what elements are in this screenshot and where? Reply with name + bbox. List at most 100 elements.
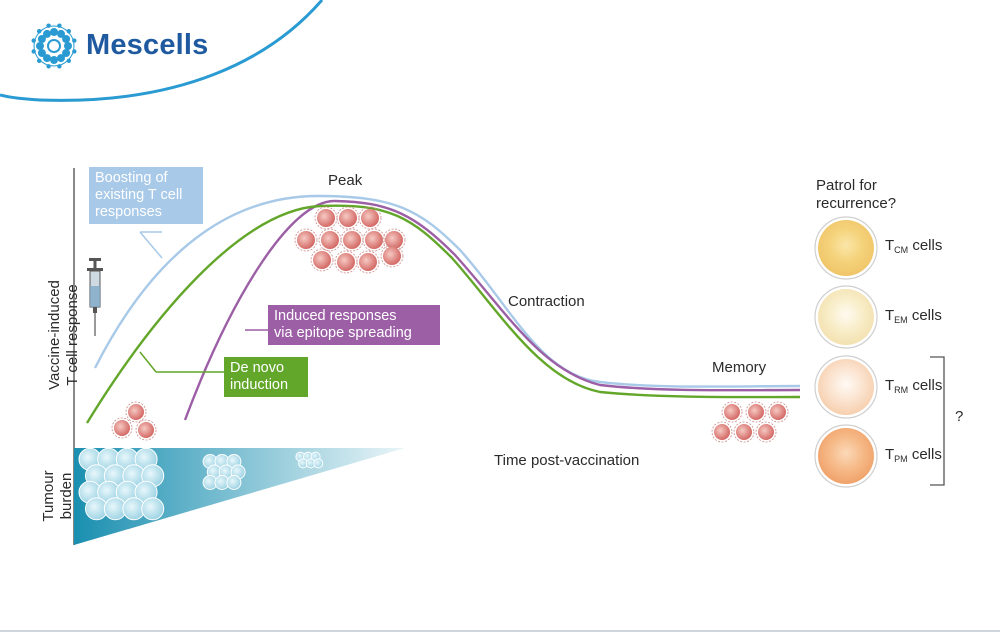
tumour-burden-label: Tumour burden: [40, 456, 78, 536]
denovo-line-1: De novo: [230, 360, 285, 376]
logo-dot: [72, 38, 77, 43]
logo-dot: [31, 38, 36, 43]
logo-dot: [62, 35, 71, 43]
logo-dot: [57, 29, 65, 38]
trm-suffix: cells: [908, 377, 943, 394]
tpm-suffix: cells: [907, 446, 942, 463]
t-cell: [380, 244, 404, 268]
spreading-line-1: Induced responses: [274, 308, 397, 324]
header-swoosh-stroke: [0, 0, 324, 102]
t-cell: [362, 228, 386, 252]
t-cell: [294, 228, 318, 252]
t-cell: [745, 401, 767, 423]
spreading-callout: Induced responses via epitope spreading: [268, 305, 440, 345]
boosting-line-2: existing T cell: [95, 187, 183, 203]
memory-subset-cell: [814, 424, 878, 488]
t-cell: [135, 419, 157, 441]
boosting-callout: Boosting of existing T cell responses: [89, 167, 203, 224]
y-axis-label-line-2: T cell response: [64, 284, 81, 386]
logo-dot: [37, 58, 42, 63]
patrol-line-1: Patrol for: [816, 177, 877, 194]
logo-dot: [43, 29, 51, 38]
tcm-label: TCM cells: [885, 237, 942, 259]
tem-sub: EM: [894, 315, 908, 325]
patrol-label: Patrol for recurrence?: [816, 177, 896, 213]
tumour-cluster-large: [78, 447, 165, 521]
tpm-main: T: [885, 446, 895, 463]
spreading-line-2: via epitope spreading: [274, 325, 412, 341]
logo-dot: [50, 56, 58, 64]
brand-name: Mescells: [86, 29, 209, 61]
tcm-sub: CM: [894, 245, 909, 255]
boosting-line-1: Boosting of: [95, 170, 168, 186]
tumour-label-line-2: burden: [58, 472, 75, 520]
logo-dot: [37, 35, 46, 43]
t-cell: [356, 250, 380, 274]
mescells-logo-icon: [31, 23, 77, 69]
header-swoosh: [0, 0, 322, 101]
logo-dot: [66, 58, 71, 63]
memory-subset-cells: [814, 216, 878, 488]
tcm-suffix: cells: [908, 237, 943, 254]
logo-dot: [37, 49, 46, 57]
logo-dot: [50, 28, 58, 36]
denovo-line-2: induction: [230, 377, 289, 393]
logo-dot: [31, 49, 36, 54]
logo-dot: [36, 42, 44, 50]
t-cell: [125, 401, 147, 423]
denovo-leader-line: [139, 351, 157, 373]
phase-memory-label: Memory: [712, 359, 767, 376]
patrol-line-2: recurrence?: [816, 195, 897, 212]
t-cell: [711, 421, 733, 443]
tumour-cell: [141, 497, 165, 521]
denovo-callout: De novo induction: [224, 357, 308, 397]
tumour-cluster-small: [295, 451, 324, 469]
t-cell: [111, 417, 133, 439]
phase-contraction-label: Contraction: [508, 293, 585, 310]
logo-dot: [66, 29, 71, 34]
tem-suffix: cells: [907, 307, 942, 324]
logo-dot: [46, 23, 51, 28]
logo-dot: [43, 54, 51, 63]
tumour-cluster-medium: [202, 454, 246, 490]
t-cell: [358, 206, 382, 230]
syringe-icon: [87, 258, 103, 336]
de-novo-induction-curve: [85, 204, 801, 424]
footer-divider: [0, 630, 1000, 632]
t-cell: [336, 206, 360, 230]
x-axis-label: Time post-vaccination: [494, 452, 640, 469]
logo-dot: [62, 49, 71, 57]
trm-main: T: [885, 377, 895, 394]
tumour-cell: [226, 475, 242, 490]
trm-label: TRM cells: [885, 377, 942, 399]
tpm-sub: PM: [894, 454, 908, 464]
t-cell: [721, 401, 743, 423]
logo-dot: [46, 64, 51, 69]
logo-dot: [37, 29, 42, 34]
tem-label: TEM cells: [885, 307, 942, 329]
y-axis-label-line-1: Vaccine-induced: [46, 280, 63, 390]
t-cell-group-memory: [711, 401, 789, 443]
t-cell: [340, 228, 364, 252]
t-cell: [755, 421, 777, 443]
t-cell: [334, 250, 358, 274]
memory-subset-cell: [814, 216, 878, 280]
tumour-cell: [313, 458, 324, 469]
t-cell-group-peak: [294, 206, 406, 274]
subset-bracket: [930, 356, 945, 486]
boosting-line-3: responses: [95, 204, 162, 220]
y-axis-label: Vaccine-induced T cell response: [46, 260, 84, 410]
t-cell: [318, 228, 342, 252]
boosting-response-curve: [93, 194, 801, 388]
bracket-question-mark: ?: [955, 408, 964, 425]
logo-dot: [64, 42, 72, 50]
t-cell-group-initial: [111, 401, 157, 441]
logo-dot: [57, 64, 62, 69]
memory-subset-cell: [814, 355, 878, 419]
memory-subset-cell: [814, 285, 878, 349]
trm-sub: RM: [894, 385, 909, 395]
logo-dot: [57, 23, 62, 28]
logo-dot: [57, 54, 65, 63]
